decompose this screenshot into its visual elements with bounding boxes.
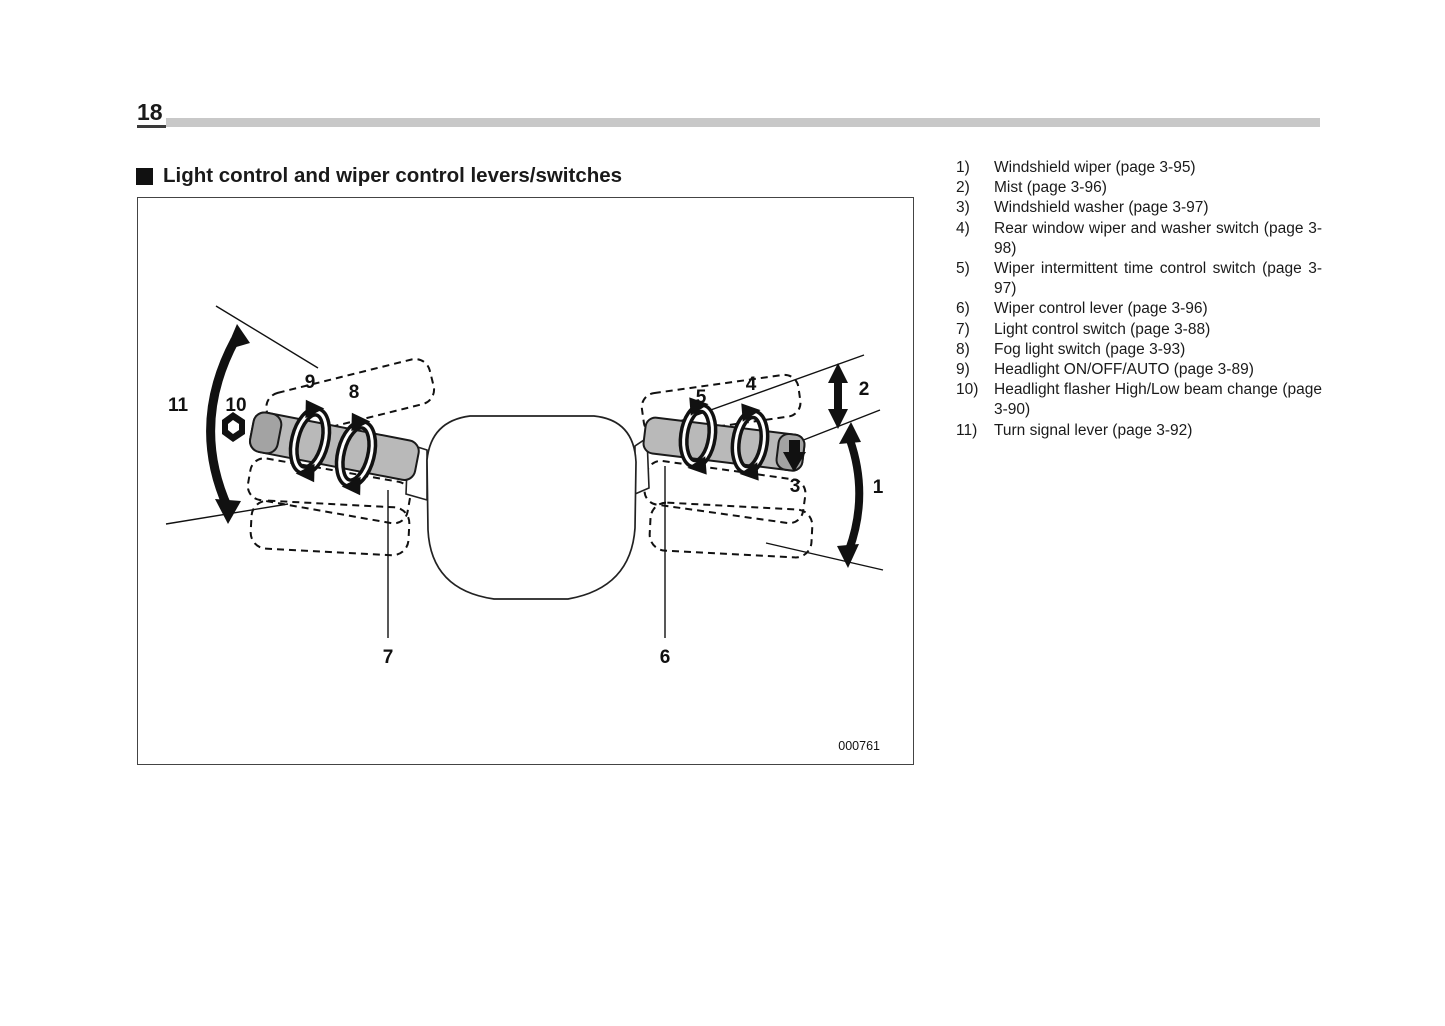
legend-item-number: 6)	[956, 300, 970, 318]
legend-item-number: 9)	[956, 361, 970, 379]
page-header: 18	[137, 101, 1320, 128]
wiper-lever-arrow-icon	[837, 422, 864, 568]
legend-item-text: Windshield washer (page 3-97)	[994, 199, 1209, 217]
section-bullet-icon	[136, 167, 153, 185]
callout-7: 7	[383, 647, 394, 668]
figure-diagram: 11 10 9 8 7 6 5 4 3 2 1 000761	[137, 197, 914, 765]
legend-item-number: 5)	[956, 260, 970, 278]
rotary-ring-9-icon	[288, 399, 332, 483]
legend-item: 9) Headlight ON/OFF/AUTO (page 3-89)	[956, 360, 1322, 380]
legend-item-text: Wiper intermittent time control switch (…	[994, 260, 1322, 298]
section-title-text: Light control and wiper control levers/s…	[163, 164, 623, 187]
callout-4: 4	[746, 374, 757, 395]
rotary-ring-5-icon	[678, 397, 718, 475]
legend-item-text: Fog light switch (page 3-93)	[994, 340, 1186, 358]
callout-10: 10	[225, 395, 246, 416]
turn-signal-arrow-icon	[206, 324, 250, 524]
rotary-ring-8-icon	[334, 412, 378, 496]
callout-6: 6	[660, 647, 671, 668]
callout-1: 1	[873, 477, 884, 498]
left-lever	[222, 399, 420, 496]
callout-3: 3	[790, 476, 801, 497]
legend-item-text: Wiper control lever (page 3-96)	[994, 300, 1208, 318]
figure-callouts: 11 10 9 8 7 6 5 4 3 2 1	[168, 372, 884, 668]
legend-item: 1) Windshield wiper (page 3-95)	[956, 158, 1322, 178]
legend-item-text: Mist (page 3-96)	[994, 179, 1107, 197]
legend-item: 8) Fog light switch (page 3-93)	[956, 340, 1322, 360]
legend-item-number: 4)	[956, 219, 970, 237]
legend-item-number: 11)	[956, 421, 978, 439]
section-title: Light control and wiper control levers/s…	[136, 164, 622, 188]
legend-item-number: 7)	[956, 320, 970, 338]
legend-item: 2) Mist (page 3-96)	[956, 178, 1322, 198]
legend-item: 11) Turn signal lever (page 3-92)	[956, 421, 1322, 441]
figure-code: 000761	[838, 739, 880, 753]
legend-item: 5) Wiper intermittent time control switc…	[956, 259, 1322, 299]
washer-push-arrow-icon	[783, 440, 806, 472]
steering-column	[405, 415, 650, 600]
callout-9: 9	[305, 372, 316, 393]
legend-item: 7) Light control switch (page 3-88)	[956, 320, 1322, 340]
legend-item-text: Turn signal lever (page 3-92)	[994, 421, 1193, 439]
legend-item-text: Rear window wiper and washer switch (pag…	[994, 219, 1322, 257]
legend-item-text: Windshield wiper (page 3-95)	[994, 159, 1196, 176]
page-number: 18	[137, 101, 166, 128]
legend-item-number: 1)	[956, 159, 970, 176]
legend-item: 4) Rear window wiper and washer switch (…	[956, 219, 1322, 259]
legend-list: 1) Windshield wiper (page 3-95) 2) Mist …	[956, 158, 1322, 441]
headlight-flasher-collar-icon	[222, 412, 245, 442]
callout-11: 11	[168, 395, 189, 416]
callout-2: 2	[859, 379, 870, 400]
steering-controls-illustration: 11 10 9 8 7 6 5 4 3 2 1 000761	[165, 305, 884, 753]
legend-item-text: Light control switch (page 3-88)	[994, 320, 1211, 338]
right-lever	[642, 397, 806, 481]
legend-item-number: 8)	[956, 340, 970, 358]
callout-5: 5	[696, 387, 707, 408]
legend-item: 10) Headlight flasher High/Low beam chan…	[956, 380, 1322, 420]
header-rule	[165, 118, 1320, 127]
legend-item-number: 10)	[956, 381, 979, 399]
legend-item: 6) Wiper control lever (page 3-96)	[956, 299, 1322, 319]
rotary-ring-4-icon	[730, 403, 770, 481]
mist-arrow-icon	[828, 363, 848, 429]
legend-item-text: Headlight ON/OFF/AUTO (page 3-89)	[994, 361, 1254, 379]
legend-item-number: 3)	[956, 199, 970, 217]
legend-item-number: 2)	[956, 179, 970, 197]
legend-item-text: Headlight flasher High/Low beam change (…	[994, 381, 1322, 419]
callout-8: 8	[349, 382, 360, 403]
legend-item: 3) Windshield washer (page 3-97)	[956, 198, 1322, 218]
